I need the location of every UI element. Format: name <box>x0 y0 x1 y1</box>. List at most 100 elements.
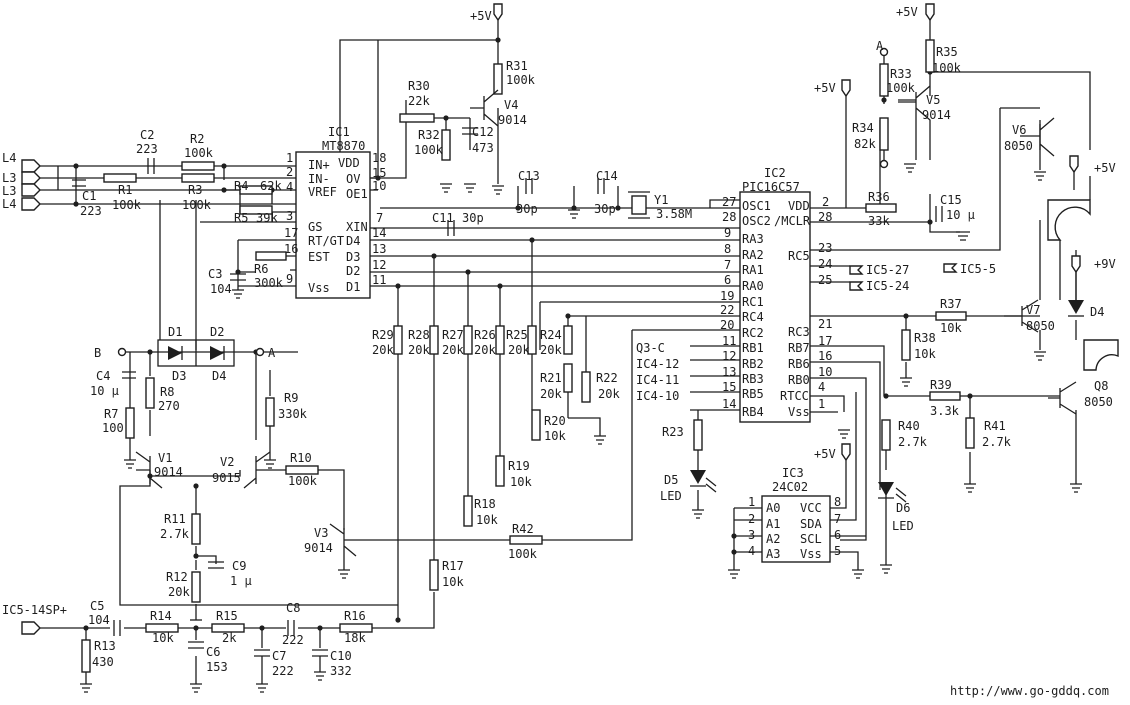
r40 <box>881 419 891 451</box>
svg-text:A0: A0 <box>766 501 780 515</box>
svg-text:100k: 100k <box>184 146 214 160</box>
svg-text:10 μ: 10 μ <box>90 384 119 398</box>
svg-text:20k: 20k <box>372 343 394 357</box>
svg-text:C12: C12 <box>472 125 494 139</box>
r14 <box>145 623 179 633</box>
svg-text:6: 6 <box>834 528 841 542</box>
ic3-part: 24C02 <box>772 480 808 494</box>
svg-text:1: 1 <box>286 151 293 165</box>
svg-text:R5: R5 <box>234 211 248 225</box>
svg-text:VDD: VDD <box>338 156 360 170</box>
r27 <box>463 325 473 355</box>
svg-text:21: 21 <box>818 317 832 331</box>
svg-text:18k: 18k <box>344 631 366 645</box>
svg-text:D1: D1 <box>346 280 360 294</box>
resistors-horizontal <box>103 113 967 633</box>
svg-text:27: 27 <box>722 195 736 209</box>
svg-text:IN-: IN- <box>308 172 330 186</box>
svg-text:17: 17 <box>284 226 298 240</box>
ic2-part: PIC16C57 <box>742 180 800 194</box>
r13 <box>81 639 91 673</box>
svg-text:C11: C11 <box>432 211 454 225</box>
svg-text:IC5-5: IC5-5 <box>960 262 996 276</box>
r1 <box>103 173 137 183</box>
svg-text:25: 25 <box>818 273 832 287</box>
svg-text:C14: C14 <box>596 169 618 183</box>
r22 <box>581 371 591 403</box>
transistor-v5 <box>898 85 931 160</box>
svg-text:153: 153 <box>206 660 228 674</box>
svg-text:9014: 9014 <box>154 465 183 479</box>
svg-text:R25: R25 <box>506 328 528 342</box>
r18 <box>463 495 473 527</box>
svg-text:16: 16 <box>818 349 832 363</box>
svg-text:17: 17 <box>818 334 832 348</box>
svg-text:LED: LED <box>660 489 682 503</box>
r32 <box>441 129 451 161</box>
svg-text:11: 11 <box>372 273 386 287</box>
line-terminal: L4 <box>2 197 41 211</box>
svg-text:V2: V2 <box>220 455 234 469</box>
svg-text:B: B <box>94 346 101 360</box>
svg-text:R34: R34 <box>852 121 874 135</box>
svg-text:R31: R31 <box>506 59 528 73</box>
svg-text:20k: 20k <box>168 585 190 599</box>
svg-text:RB4: RB4 <box>742 405 764 419</box>
svg-text:D4: D4 <box>1090 305 1104 319</box>
svg-text:C8: C8 <box>286 601 300 615</box>
svg-text:R38: R38 <box>914 331 936 345</box>
svg-text:330k: 330k <box>278 407 308 421</box>
svg-text:VCC: VCC <box>800 501 822 515</box>
line-terminal: L3 <box>2 171 41 185</box>
svg-text:4: 4 <box>286 180 293 194</box>
svg-text:8050: 8050 <box>1026 319 1055 333</box>
svg-text:R37: R37 <box>940 297 962 311</box>
svg-text:9014: 9014 <box>498 113 527 127</box>
svg-text:22: 22 <box>720 303 734 317</box>
svg-text:10k: 10k <box>510 475 532 489</box>
svg-text:2: 2 <box>822 195 829 209</box>
crystal-y1 <box>628 191 650 219</box>
svg-text:7: 7 <box>376 211 383 225</box>
svg-text:RA1: RA1 <box>742 263 764 277</box>
svg-text:8050: 8050 <box>1004 139 1033 153</box>
svg-text:R11: R11 <box>164 512 186 526</box>
svg-text:RC4: RC4 <box>742 310 764 324</box>
svg-text:RB6: RB6 <box>788 357 810 371</box>
svg-text:8: 8 <box>724 242 731 256</box>
r41 <box>965 417 975 449</box>
svg-text:R32: R32 <box>418 128 440 142</box>
r23 <box>693 419 703 451</box>
svg-text:10: 10 <box>372 179 386 193</box>
svg-text:7: 7 <box>834 512 841 526</box>
svg-text:R12: R12 <box>166 570 188 584</box>
svg-text:13: 13 <box>372 242 386 256</box>
svg-text:RA3: RA3 <box>742 232 764 246</box>
svg-text:14: 14 <box>372 226 386 240</box>
svg-text:8: 8 <box>834 495 841 509</box>
svg-text:33k: 33k <box>868 214 890 228</box>
svg-text:20: 20 <box>720 318 734 332</box>
r12 <box>191 571 201 603</box>
svg-text:12: 12 <box>372 258 386 272</box>
svg-text:2: 2 <box>748 512 755 526</box>
svg-text:14: 14 <box>722 397 736 411</box>
svg-text:LED: LED <box>892 519 914 533</box>
svg-text:RB0: RB0 <box>788 373 810 387</box>
svg-text:20k: 20k <box>442 343 464 357</box>
svg-text:13: 13 <box>722 365 736 379</box>
svg-text:223: 223 <box>80 204 102 218</box>
svg-text:Vss: Vss <box>788 405 810 419</box>
svg-text:30p: 30p <box>462 211 484 225</box>
r25 <box>527 325 537 355</box>
svg-text:C15: C15 <box>940 193 962 207</box>
svg-text:R17: R17 <box>442 559 464 573</box>
svg-text:62k: 62k <box>260 179 282 193</box>
svg-text:XIN: XIN <box>346 220 368 234</box>
svg-text:2.7k: 2.7k <box>982 435 1012 449</box>
svg-text:5: 5 <box>834 544 841 558</box>
